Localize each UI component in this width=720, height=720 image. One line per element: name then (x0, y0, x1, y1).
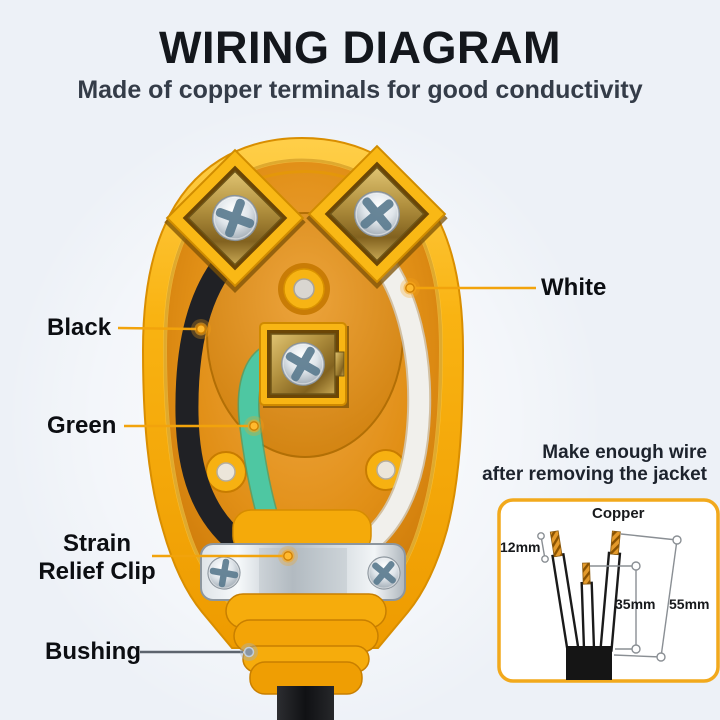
dimension-35mm (590, 561, 641, 654)
label-35mm: 35mm (615, 596, 656, 612)
wire-strip-inset (497, 498, 720, 683)
leader-dot-bushing (239, 642, 259, 662)
strain-relief-clip (200, 543, 408, 601)
leader-dot-black (190, 318, 212, 340)
leader-dot-white (399, 277, 421, 299)
black-wire (175, 252, 254, 558)
mount-boss-left (205, 451, 247, 493)
label-white: White (541, 274, 607, 301)
label-copper: Copper (592, 505, 645, 522)
label-bushing: Bushing (45, 638, 141, 665)
page-title: WIRING DIAGRAM (159, 22, 561, 73)
label-black: Black (47, 314, 112, 341)
inset-heading: Make enough wire after removing the jack… (482, 442, 707, 486)
dimension-lines (537, 532, 682, 662)
inset-heading-line1: Make enough wire (542, 442, 707, 463)
label-55mm: 55mm (669, 596, 710, 612)
cable-jacket (566, 646, 612, 680)
dimension-55mm (613, 533, 682, 662)
power-cable (277, 686, 334, 720)
inset-heading-line2: after removing the jacket (482, 464, 707, 485)
leader-lines-orange (117, 286, 536, 558)
strip-wire-right (599, 530, 622, 652)
strip-wire-middle (580, 562, 596, 651)
dimension-12mm (537, 532, 549, 563)
label-12mm: 12mm (500, 539, 541, 555)
copper-strands (549, 530, 563, 558)
terminal-ground-brass (259, 322, 349, 408)
white-wire (354, 248, 430, 556)
label-green: Green (47, 412, 117, 439)
leader-dot-green (243, 415, 265, 437)
label-strain-relief-clip: Strain Relief Clip (38, 530, 156, 585)
page-subtitle: Made of copper terminals for good conduc… (77, 76, 643, 104)
leader-line-black (117, 326, 197, 331)
copper-strands (609, 530, 621, 556)
copper-strands (582, 562, 591, 585)
leader-dot-clip (277, 545, 299, 567)
center-screw-hole (278, 263, 330, 315)
bushing-rings (225, 593, 387, 695)
